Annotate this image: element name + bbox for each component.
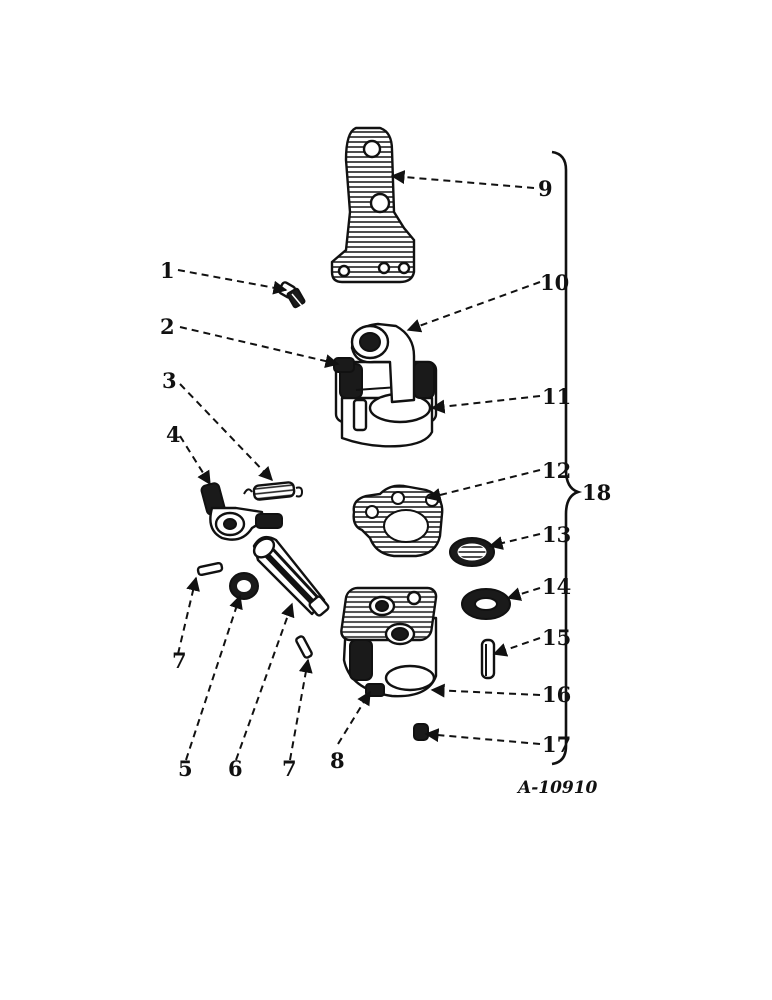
callout-10: 10: [540, 270, 569, 295]
figure-id: A-10910: [516, 778, 598, 798]
assembly-bracket: [551, 150, 583, 766]
leader-lines: [177, 170, 541, 761]
callout-6: 6: [228, 756, 243, 781]
part-3-spring: [243, 481, 304, 501]
callout-labels: 1 2 3 4 7 5 6 7 8 9 10 11 12 13 14 15 16…: [160, 176, 611, 798]
part-7-pin-right: [295, 635, 313, 659]
part-4-banjo-fitting: [200, 482, 283, 541]
callout-5: 5: [178, 756, 193, 781]
callout-16: 16: [542, 682, 571, 707]
callout-7-left: 7: [172, 648, 187, 673]
callout-12: 12: [542, 458, 571, 483]
part-15-dowel: [480, 638, 496, 680]
part-17-plug: [413, 723, 429, 741]
callout-11: 11: [542, 384, 571, 409]
callout-7-right: 7: [282, 756, 297, 781]
part-8-base-lug: [365, 683, 385, 697]
callout-9: 9: [538, 176, 553, 201]
part-10-elbow-fitting: [350, 322, 416, 404]
callout-17: 17: [542, 732, 571, 757]
callout-13: 13: [542, 522, 571, 547]
part-5-washer: [229, 572, 259, 600]
callout-15: 15: [542, 625, 571, 650]
callout-3: 3: [162, 368, 177, 393]
callout-18: 18: [582, 480, 611, 505]
callout-8: 8: [330, 748, 345, 773]
part-6-shaft: [252, 535, 330, 617]
callout-14: 14: [542, 574, 571, 599]
part-11-pump-body: [334, 360, 438, 448]
part-2-cap-screw: [333, 357, 355, 373]
part-1-screw: [277, 281, 306, 309]
part-13-disc: [449, 537, 495, 567]
part-7-pin-left: [196, 561, 224, 577]
part-14-ring: [461, 588, 511, 620]
callout-1: 1: [160, 258, 175, 283]
part-16-pump-base: [340, 586, 438, 698]
part-12-gasket: [352, 484, 444, 558]
part-9-bracket: [330, 126, 416, 284]
callout-4: 4: [166, 422, 181, 447]
callout-2: 2: [160, 314, 175, 339]
